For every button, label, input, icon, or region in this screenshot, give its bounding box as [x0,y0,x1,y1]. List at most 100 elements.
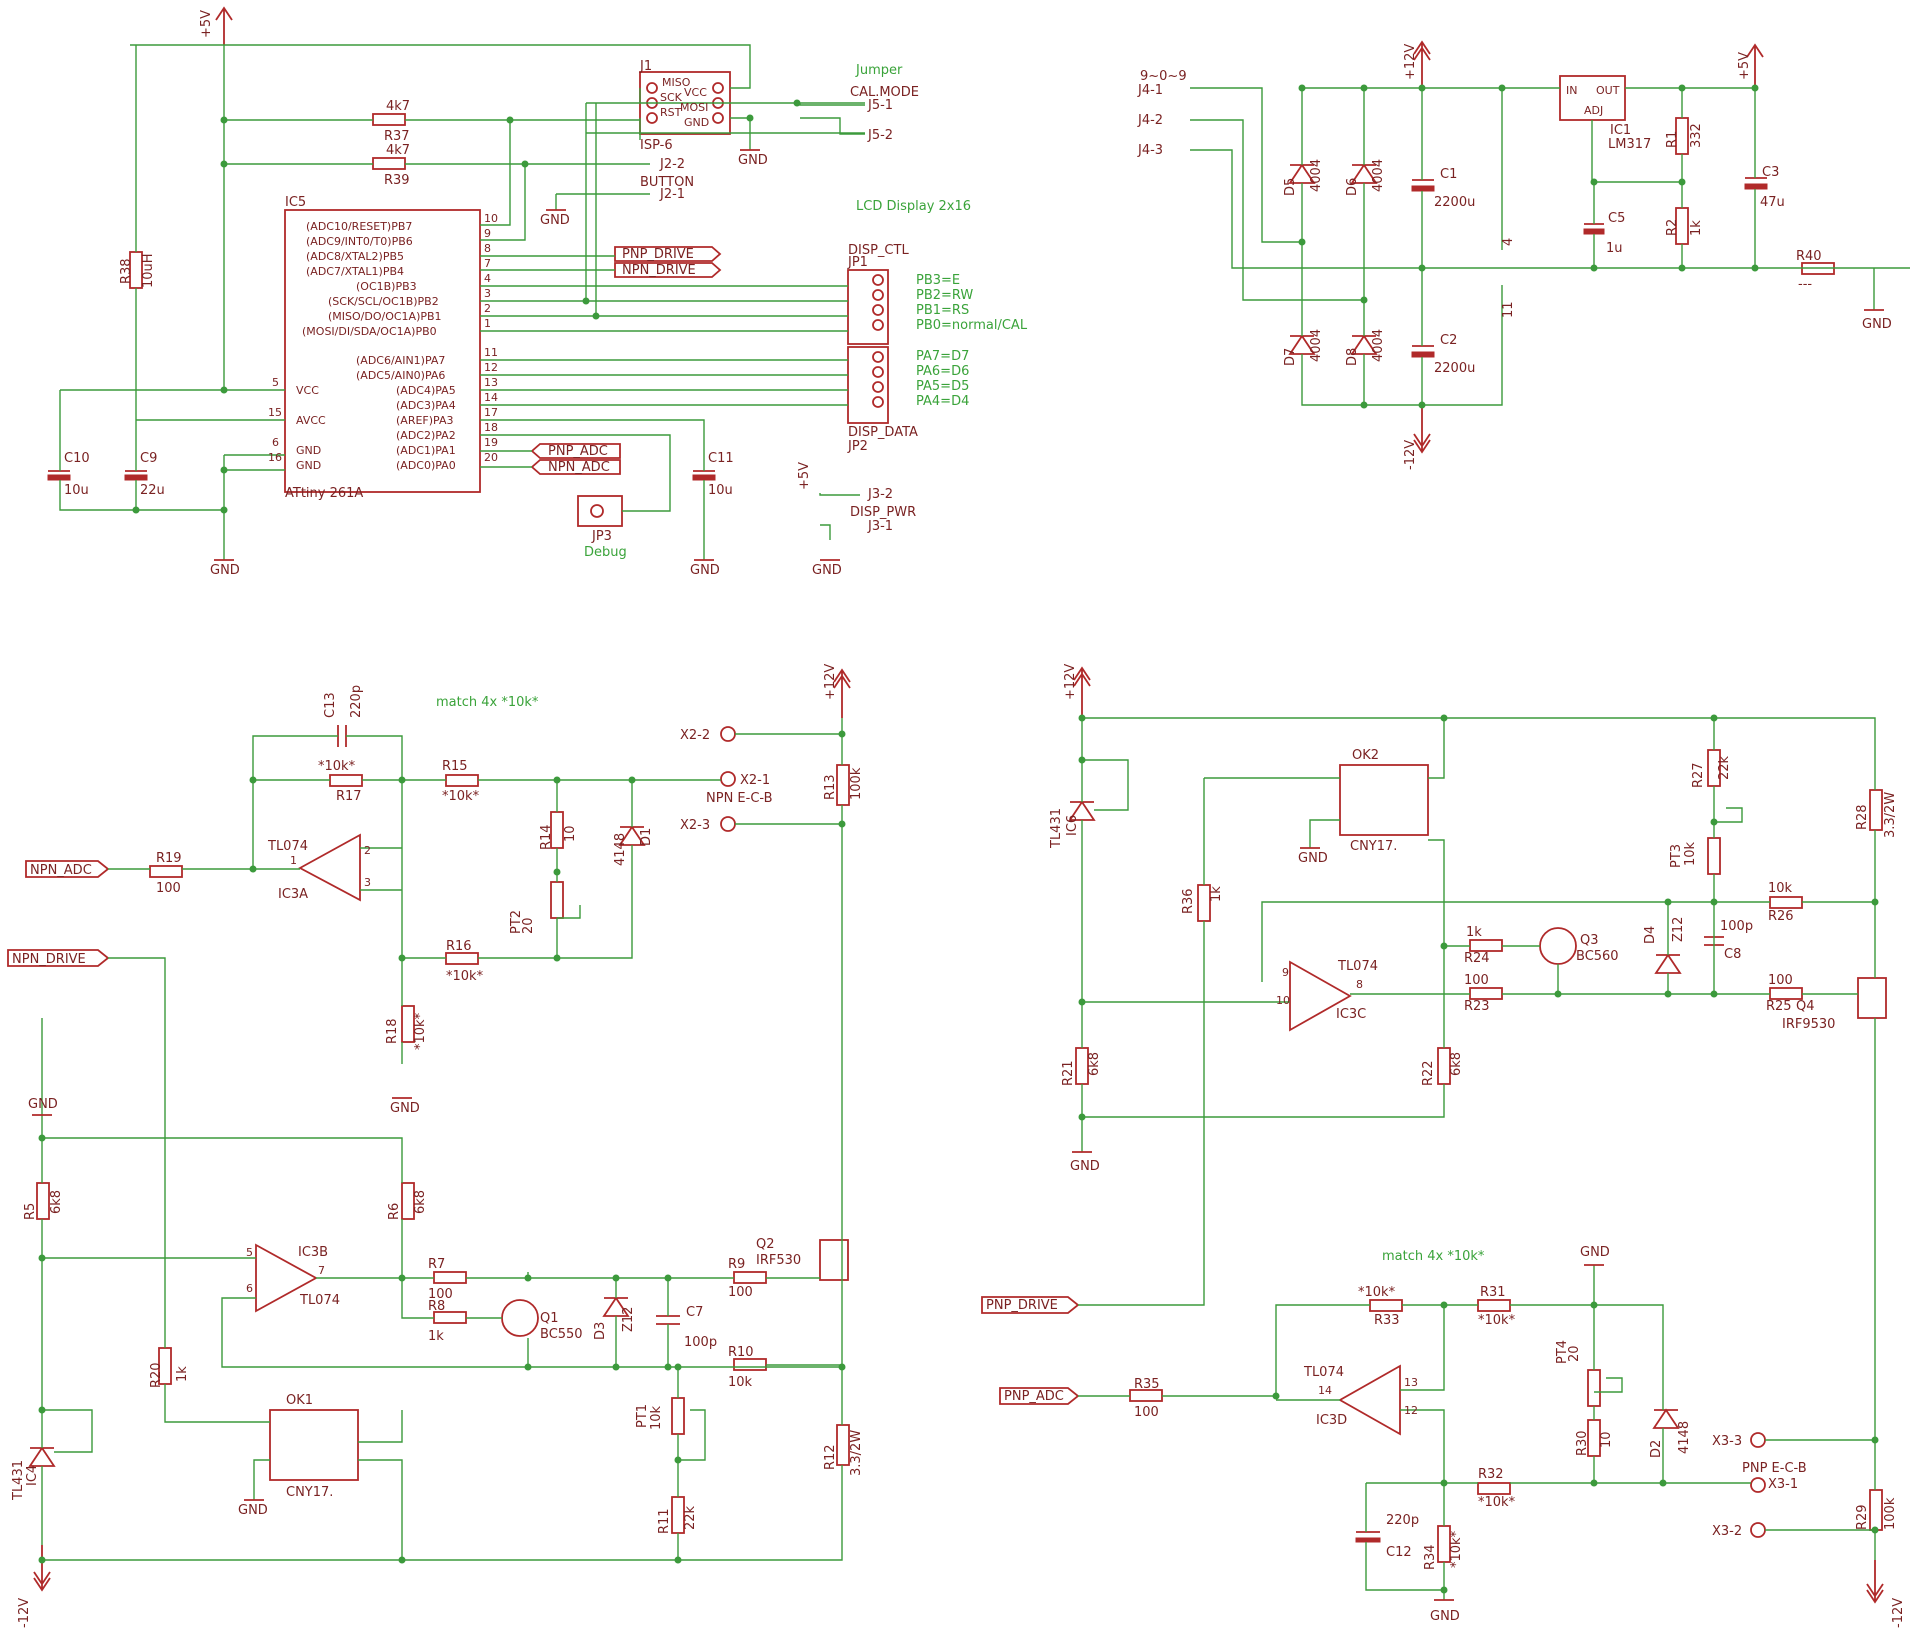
label-cny17-2: CNY17. [1350,839,1397,854]
label-jumper: Jumper [855,63,903,78]
label-d4-val: Z12 [1671,917,1686,942]
label-ok2: OK2 [1352,748,1379,763]
label-gnd-j1-sym: GND [738,153,768,168]
label-j5-1: J5-1 [867,98,893,113]
label-r8: R8 [428,1299,445,1314]
label-d3-val: Z12 [621,1307,636,1332]
label-r7: R7 [428,1257,445,1272]
label-match-pnp: match 4x *10k* [1382,1249,1485,1264]
label-c9-val: 22u [140,483,165,498]
label-r30-val: 10 [1599,1431,1614,1448]
label-pin-pa7: (ADC6/AIN1)PA7 [356,354,445,367]
label-pin-pb1: (MISO/DO/OC1A)PB1 [328,310,442,323]
label-j4-2: J4-2 [1137,113,1163,128]
npn-adc-in-tag [25,860,110,878]
label-tl074-d: TL074 [1303,1365,1344,1380]
label-r16-val: *10k* [446,969,484,984]
label-r37-val: 4k7 [386,99,410,114]
label-gnd-pnp-c: GND [1430,1609,1460,1624]
label-r21-val: 6k8 [1087,1052,1102,1076]
mcu-wires [59,44,865,560]
label-r11: R11 [657,1508,672,1534]
label-n13: 13 [484,376,498,389]
label-pin-pb7: (ADC10/RESET)PB7 [306,220,412,233]
label-r27-val: 22k [1717,755,1732,780]
label-r28-val: 3.3/2W [1883,792,1898,838]
label-n20: 20 [484,451,498,464]
label-gnd-j1: GND [684,116,709,129]
label-gnd-npn-b: GND [28,1097,58,1112]
x2-terminals [720,726,736,832]
label-d6-val: 4004 [1371,159,1386,192]
label-ic3c-9: 9 [1282,966,1289,979]
label-ic3a-2: 2 [364,844,371,857]
label-r40-val: --- [1798,277,1812,292]
mcu-junctions [132,99,801,514]
label-ic1-out: OUT [1596,84,1620,97]
label-r25: R25 [1766,999,1792,1014]
label-r36: R36 [1181,888,1196,914]
label-pin-pb5: (ADC8/XTAL2)PB5 [306,250,404,263]
pnp-resistors [1075,749,1883,1563]
label-r32-val: *10k* [1478,1495,1516,1510]
label-d8-val: 4004 [1371,329,1386,362]
label-n11ps: 11 [1501,301,1516,318]
label-r31-val: *10k* [1478,1313,1516,1328]
label-n5: 5 [272,376,279,389]
mcu-section [47,6,889,561]
label-r2-val: 1k [1689,220,1704,236]
label-pa7: PA7=D7 [916,349,969,364]
label-tl431-4: TL431 [11,1460,26,1501]
npn-junctions [38,730,846,1564]
label-r6-val: 6k8 [413,1190,428,1214]
label-npn-ecb: NPN E-C-B [706,791,773,806]
label-ic1: IC1 [1610,123,1631,138]
label-pt1-val: 10k [649,1405,664,1430]
label-ic4: IC4 [25,1465,40,1486]
label-r15-val: *10k* [442,789,480,804]
label-gnd-ps: GND [1862,317,1892,332]
label-r14: R14 [539,824,554,850]
label-c10: C10 [64,451,90,466]
label-disp-data: DISP_DATA [848,425,918,440]
npn-section [7,668,851,1592]
label-pnp-ecb: PNP E-C-B [1742,1461,1807,1476]
label-pin-gnd2: GND [296,459,321,472]
label-r10-val: 10k [728,1375,753,1390]
label-x3-3: X3-3 [1712,1434,1742,1449]
q2-symbol [819,1239,849,1281]
label-r5-val: 6k8 [49,1190,64,1214]
label-plus12v-npn: +12V [823,664,838,700]
pnp-drive-in-tag [981,1296,1080,1314]
label-r8-val: 1k [428,1329,444,1344]
label-r31: R31 [1480,1285,1506,1300]
label-r28: R28 [1855,804,1870,830]
label-pin-pb4: (ADC7/XTAL1)PB4 [306,265,404,278]
label-n3: 3 [484,287,491,300]
npn-drive-tag-shape [614,262,722,278]
r39-body [372,157,406,170]
label-j2-2: J2-2 [659,157,685,172]
minus12v-ps-symbol [1413,404,1431,454]
label-gnd-mcu: GND [210,563,240,578]
minus12v-pnp-symbol [1866,1560,1884,1604]
label-pnp-adc-in: PNP_ADC [1004,1389,1064,1404]
label-pin-pb2: (SCK/SCL/OC1B)PB2 [328,295,439,308]
label-plus5v-ps: +5V [1737,52,1752,80]
label-d4: D4 [1643,926,1658,944]
label-jp2: JP2 [847,439,868,454]
label-gnd-pnp-a: GND [1070,1159,1100,1174]
label-c3-val: 47u [1760,195,1785,210]
label-d6: D6 [1345,178,1360,196]
label-pin-vcc: VCC [296,384,319,397]
x3-terminals [1750,1432,1766,1538]
label-c8-val: 100p [1720,919,1753,934]
label-r37: R37 [384,129,410,144]
pnp-junctions [1078,714,1879,1594]
label-pin-pa1: (ADC1)PA1 [396,444,456,457]
label-r25-val: 100 [1768,973,1793,988]
d2-symbol [1652,1408,1680,1429]
label-c11: C11 [708,451,734,466]
ic3c-body [1289,960,1352,1032]
label-c13-val: 220p [349,685,364,718]
